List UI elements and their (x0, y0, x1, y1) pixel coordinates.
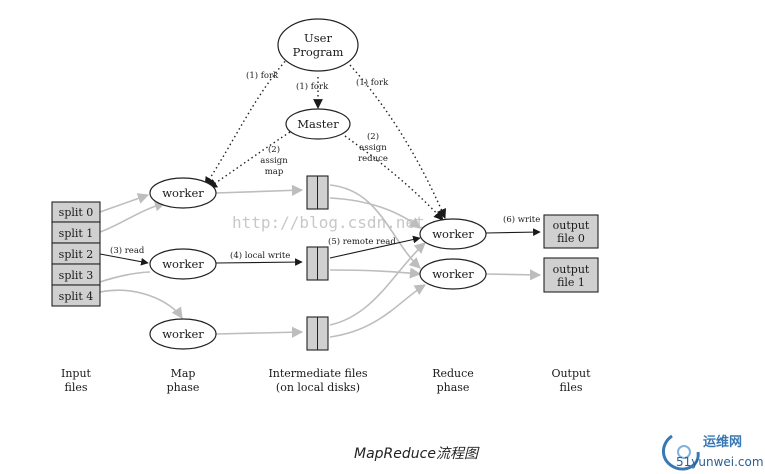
split1-edge (99, 200, 167, 233)
split-label-1: split 1 (59, 227, 94, 240)
logo-swoosh-icon (662, 434, 700, 471)
map-worker-2-label: worker (162, 257, 204, 271)
int2-reduce2-edge (329, 267, 422, 279)
local-write-label: (4) local write (230, 250, 290, 261)
output-file-1-line2: file 1 (557, 276, 585, 289)
watermark-text: http://blog.csdn.net (232, 213, 425, 232)
phase-map-line2: phase (167, 381, 200, 394)
fork-label-left: (1) fork (246, 70, 279, 81)
assign-map-label-2: assign (260, 156, 288, 166)
split0-edge (99, 193, 150, 213)
worker3-write-edge (215, 326, 304, 338)
read-edge (99, 253, 149, 266)
read-label: (3) read (110, 245, 145, 256)
user-program-label-line1: User (304, 31, 332, 45)
int3-reduce1-edge (329, 242, 426, 326)
local-write-edge (215, 258, 303, 266)
assign-reduce-label-3: reduce (358, 154, 388, 164)
write-label: (6) write (503, 214, 540, 225)
remote-read-edge (329, 235, 421, 259)
phase-reduce-line1: Reduce (432, 367, 474, 380)
assign-reduce-label-1: (2) (367, 131, 379, 142)
output-file-0-line2: file 0 (557, 232, 585, 245)
intermediate-file-2 (306, 246, 329, 281)
input-splits: split 0 split 1 split 2 split 3 split 4 (51, 201, 101, 307)
reduce2-write-edge (485, 269, 542, 281)
logo-circle-icon (677, 445, 691, 459)
worker1-write-edge (215, 184, 304, 196)
output-file-1-line1: output (553, 263, 590, 276)
phase-output-line2: files (559, 381, 582, 394)
split-box-4 (51, 284, 101, 307)
phase-intermediate-line2: (on local disks) (276, 381, 360, 394)
reduce-worker-1: worker (419, 218, 487, 250)
fork-edge-reduce (349, 64, 447, 219)
user-program-label-line2: Program (293, 45, 344, 59)
output-file-0: output file 0 (543, 214, 599, 249)
intermediate-file-3 (306, 316, 329, 351)
phase-input-line2: files (64, 381, 87, 394)
site-logo: 运维网 51yunwei.com (662, 434, 764, 471)
assign-reduce-label-2: assign (359, 143, 387, 153)
intermediate-file-1 (306, 175, 329, 210)
phase-reduce-line2: phase (437, 381, 470, 394)
phase-labels: Input files Map phase Intermediate files… (61, 367, 591, 394)
fork-label-center: (1) fork (296, 81, 329, 92)
phase-intermediate-line1: Intermediate files (268, 367, 367, 380)
figure-caption: MapReduce流程图 (354, 446, 480, 462)
map-worker-3: worker (149, 318, 217, 350)
int1-reduce1-edge (329, 197, 421, 229)
phase-output-line1: Output (551, 367, 591, 380)
user-program-node: User Program (277, 18, 359, 72)
master-node: Master (285, 108, 351, 140)
master-label: Master (297, 117, 339, 131)
split4-edge (99, 289, 183, 319)
remote-read-label: (5) remote read (328, 236, 396, 247)
map-worker-3-label: worker (162, 327, 204, 341)
split-label-4: split 4 (59, 290, 94, 303)
assign-reduce-edge (344, 135, 444, 221)
map-worker-1: worker (149, 177, 217, 209)
fork-label-right: (1) fork (356, 77, 389, 88)
split-label-2: split 2 (59, 248, 94, 261)
output-file-1: output file 1 (543, 257, 599, 293)
reduce-worker-1-label: worker (432, 227, 474, 241)
logo-subtitle: 51yunwei.com (676, 455, 764, 469)
map-worker-1-label: worker (162, 186, 204, 200)
phase-input-line1: Input (61, 367, 92, 380)
phase-map-line1: Map (171, 367, 196, 380)
write-edge (485, 228, 541, 236)
split-label-3: split 3 (59, 269, 94, 282)
split-label-0: split 0 (59, 206, 94, 219)
assign-map-label-3: map (265, 167, 284, 177)
reduce-worker-2-label: worker (432, 267, 474, 281)
reduce-worker-2: worker (419, 258, 487, 290)
split3-edge (99, 271, 151, 283)
logo-title: 运维网 (703, 434, 742, 450)
assign-map-label-1: (2) (268, 144, 280, 155)
output-file-0-line1: output (553, 219, 590, 232)
int3-reduce2-edge (329, 284, 426, 338)
map-worker-2: worker (149, 248, 217, 280)
